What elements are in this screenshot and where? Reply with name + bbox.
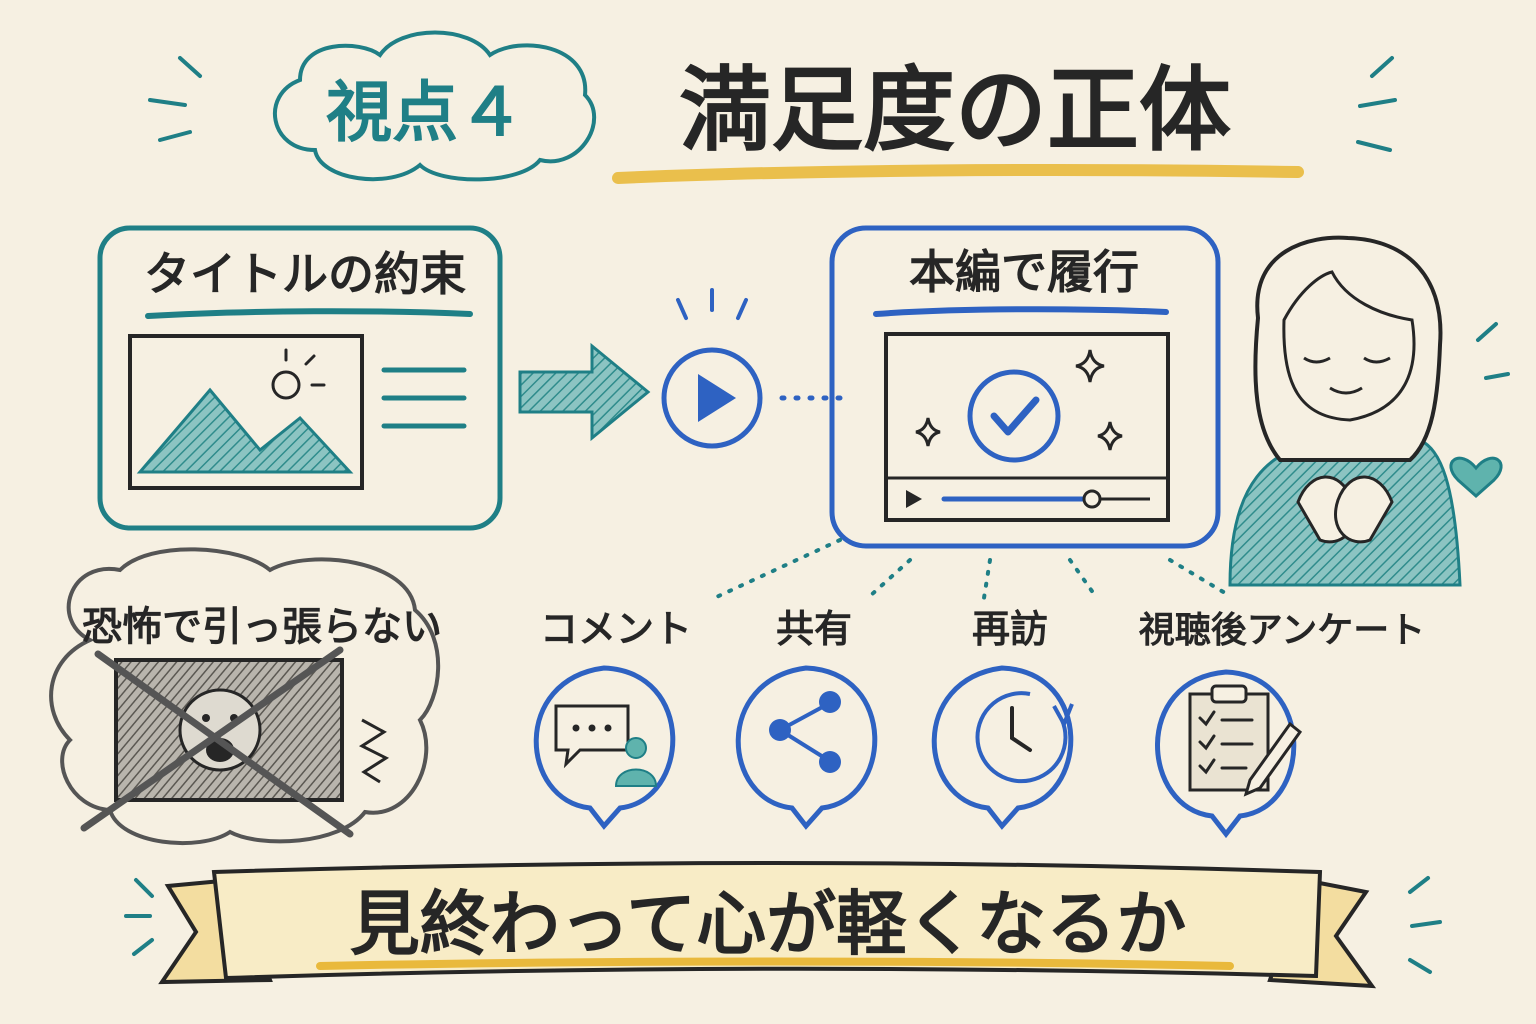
sparkle-lines-right-icon (1356, 56, 1397, 152)
satisfied-woman-illustration (1228, 235, 1510, 587)
fear-bubble: 恐怖で引っ張らない (49, 547, 442, 846)
bottom-banner: 見終わって心が軽くなるか (124, 861, 1442, 989)
fulfillment-card: 本編で履行 (829, 225, 1221, 549)
outcome-survey: 視聴後アンケート (1139, 610, 1426, 839)
outcome-comment: コメント (533, 607, 692, 830)
arrow-right-icon (518, 342, 651, 442)
sparkle-lines-left-icon (148, 56, 202, 142)
sparkle-lines-bottom-left-icon (124, 878, 154, 956)
survey-clipboard-icon (1188, 684, 1303, 797)
outcome-connectors (708, 538, 1232, 602)
comment-icon (554, 704, 658, 787)
title-underline (612, 164, 1304, 184)
badge-label: 視点４ (326, 74, 524, 151)
sparkle-icon (915, 349, 1123, 451)
thumbnail-image-icon (128, 334, 364, 490)
video-player-icon (884, 332, 1170, 522)
outcome-label-survey: 視聴後アンケート (1139, 610, 1426, 651)
heart-icon (1449, 456, 1503, 499)
outcome-label-comment: コメント (540, 607, 692, 651)
play-button-icon (661, 288, 763, 449)
fear-bubble-title: 恐怖で引っ張らない (82, 604, 442, 650)
outcome-revisit: 再訪 (931, 607, 1074, 830)
cross-mark-icon (80, 646, 354, 838)
outcome-share: 共有 (735, 607, 878, 830)
title-promise-card: タイトルの約束 (97, 225, 503, 531)
revisit-clock-icon (975, 691, 1074, 784)
shock-zigzag-icon (358, 718, 390, 784)
outcome-label-revisit: 再訪 (972, 607, 1048, 651)
fulfillment-heading: 本編で履行 (909, 245, 1139, 299)
text-lines-icon (381, 367, 467, 429)
page-title: 満足度の正体 (679, 57, 1231, 164)
badge-cloud (272, 30, 597, 182)
header: 視点４ 満足度の正体 (148, 30, 1397, 184)
sparkle-lines-bottom-right-icon (1408, 876, 1442, 974)
banner-message: 見終わって心が軽くなるか (350, 883, 1187, 965)
share-icon (769, 691, 841, 773)
outcome-label-share: 共有 (776, 607, 852, 651)
title-promise-heading: タイトルの約束 (144, 247, 466, 301)
